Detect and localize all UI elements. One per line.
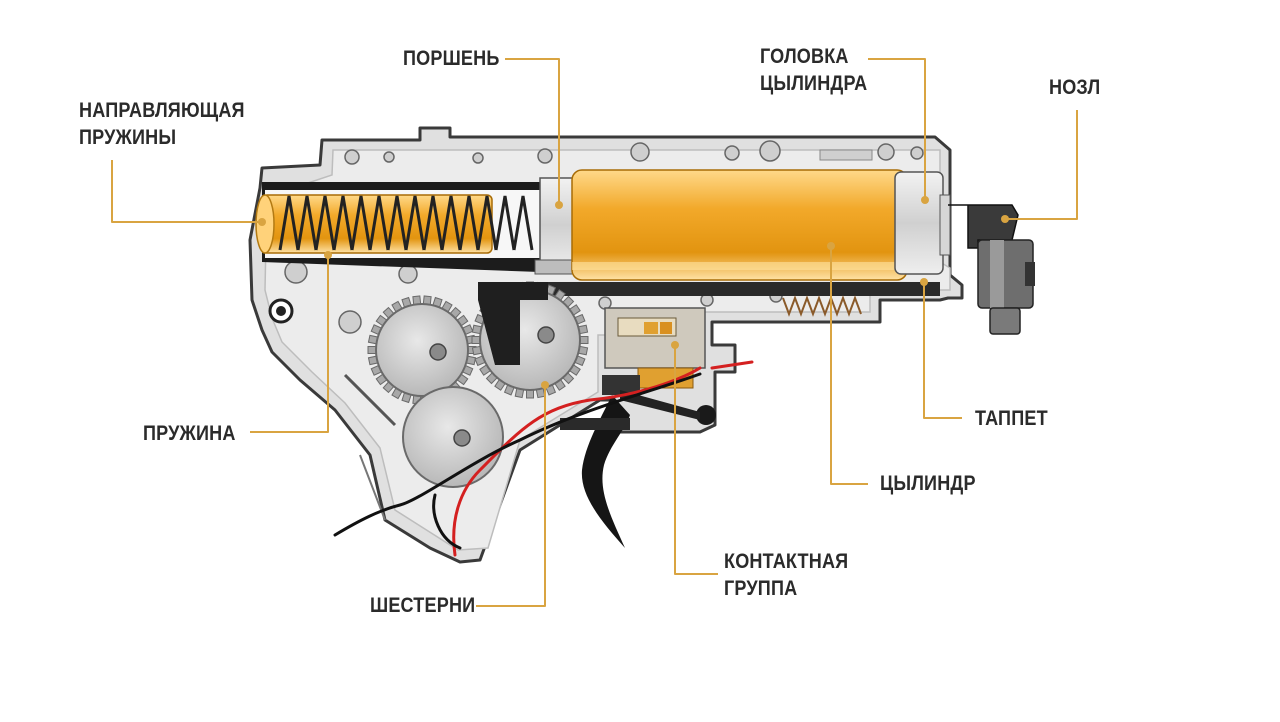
nozzle-part — [948, 204, 1035, 335]
leader-dots — [258, 196, 1009, 389]
spring-part — [278, 195, 534, 251]
label-gears: ШЕСТЕРНИ — [370, 592, 475, 619]
cylinder-rail — [500, 282, 940, 296]
leader-spring — [250, 255, 329, 433]
spring-coil — [296, 195, 318, 251]
leader-contact-group — [674, 345, 718, 575]
label-spring: ПРУЖИНА — [143, 420, 236, 447]
spring-coil — [350, 195, 372, 251]
label-spring-guide-line1: НАПРАВЛЯЮЩАЯ — [79, 99, 245, 122]
label-nozzle-text: НОЗЛ — [1049, 76, 1101, 99]
spring-coil — [476, 195, 498, 251]
spring-coil — [314, 195, 336, 251]
spring-coil — [332, 195, 354, 251]
label-tappet-text: ТАППЕТ — [975, 407, 1048, 430]
spring-coil — [404, 195, 426, 251]
label-cylinder-head-line2: ЦЫЛИНДРА — [760, 72, 868, 95]
label-contact-group-line2: ГРУППА — [724, 577, 798, 600]
gears-part — [367, 281, 589, 488]
spring-coil — [368, 195, 390, 251]
label-spring-guide: НАПРАВЛЯЮЩАЯ ПРУЖИНЫ — [79, 97, 245, 151]
label-piston-text: ПОРШЕНЬ — [403, 47, 500, 70]
trigger-part — [560, 390, 716, 548]
spring-coil — [278, 195, 300, 251]
label-cylinder-head: ГОЛОВКА ЦЫЛИНДРА — [760, 43, 867, 97]
label-cylinder: ЦЫЛИНДР — [880, 470, 976, 497]
wiring — [333, 360, 754, 557]
leader-cylinder — [830, 246, 868, 485]
leader-cylinder-head — [868, 58, 926, 200]
contact-group-part — [602, 307, 706, 395]
leader-spring-guide — [111, 160, 262, 223]
leader-nozzle — [1005, 110, 1078, 220]
label-contact-group-line1: КОНТАКТНАЯ — [724, 550, 849, 573]
leader-tappet — [923, 282, 962, 419]
spring-coil — [422, 195, 444, 251]
cylinder-head-part — [894, 171, 951, 275]
cylinder-part — [571, 169, 908, 281]
spring-coil — [440, 195, 462, 251]
label-spring-text: ПРУЖИНА — [143, 422, 236, 445]
label-piston: ПОРШЕНЬ — [403, 45, 500, 72]
label-nozzle: НОЗЛ — [1049, 74, 1100, 101]
label-gears-text: ШЕСТЕРНИ — [370, 594, 476, 617]
label-tappet: ТАППЕТ — [975, 405, 1048, 432]
spring-coil — [458, 195, 480, 251]
label-cylinder-head-line1: ГОЛОВКА — [760, 45, 849, 68]
label-contact-group: КОНТАКТНАЯ ГРУППА — [724, 548, 848, 602]
leader-piston — [505, 58, 560, 205]
label-spring-guide-line2: ПРУЖИНЫ — [79, 126, 177, 149]
spring-coil — [512, 195, 534, 251]
leader-gears — [476, 385, 546, 607]
label-cylinder-text: ЦЫЛИНДР — [880, 472, 976, 495]
tappet-spring — [782, 295, 862, 317]
spring-coil — [494, 195, 516, 251]
leader-lines — [111, 58, 1078, 607]
spring-coil — [386, 195, 408, 251]
